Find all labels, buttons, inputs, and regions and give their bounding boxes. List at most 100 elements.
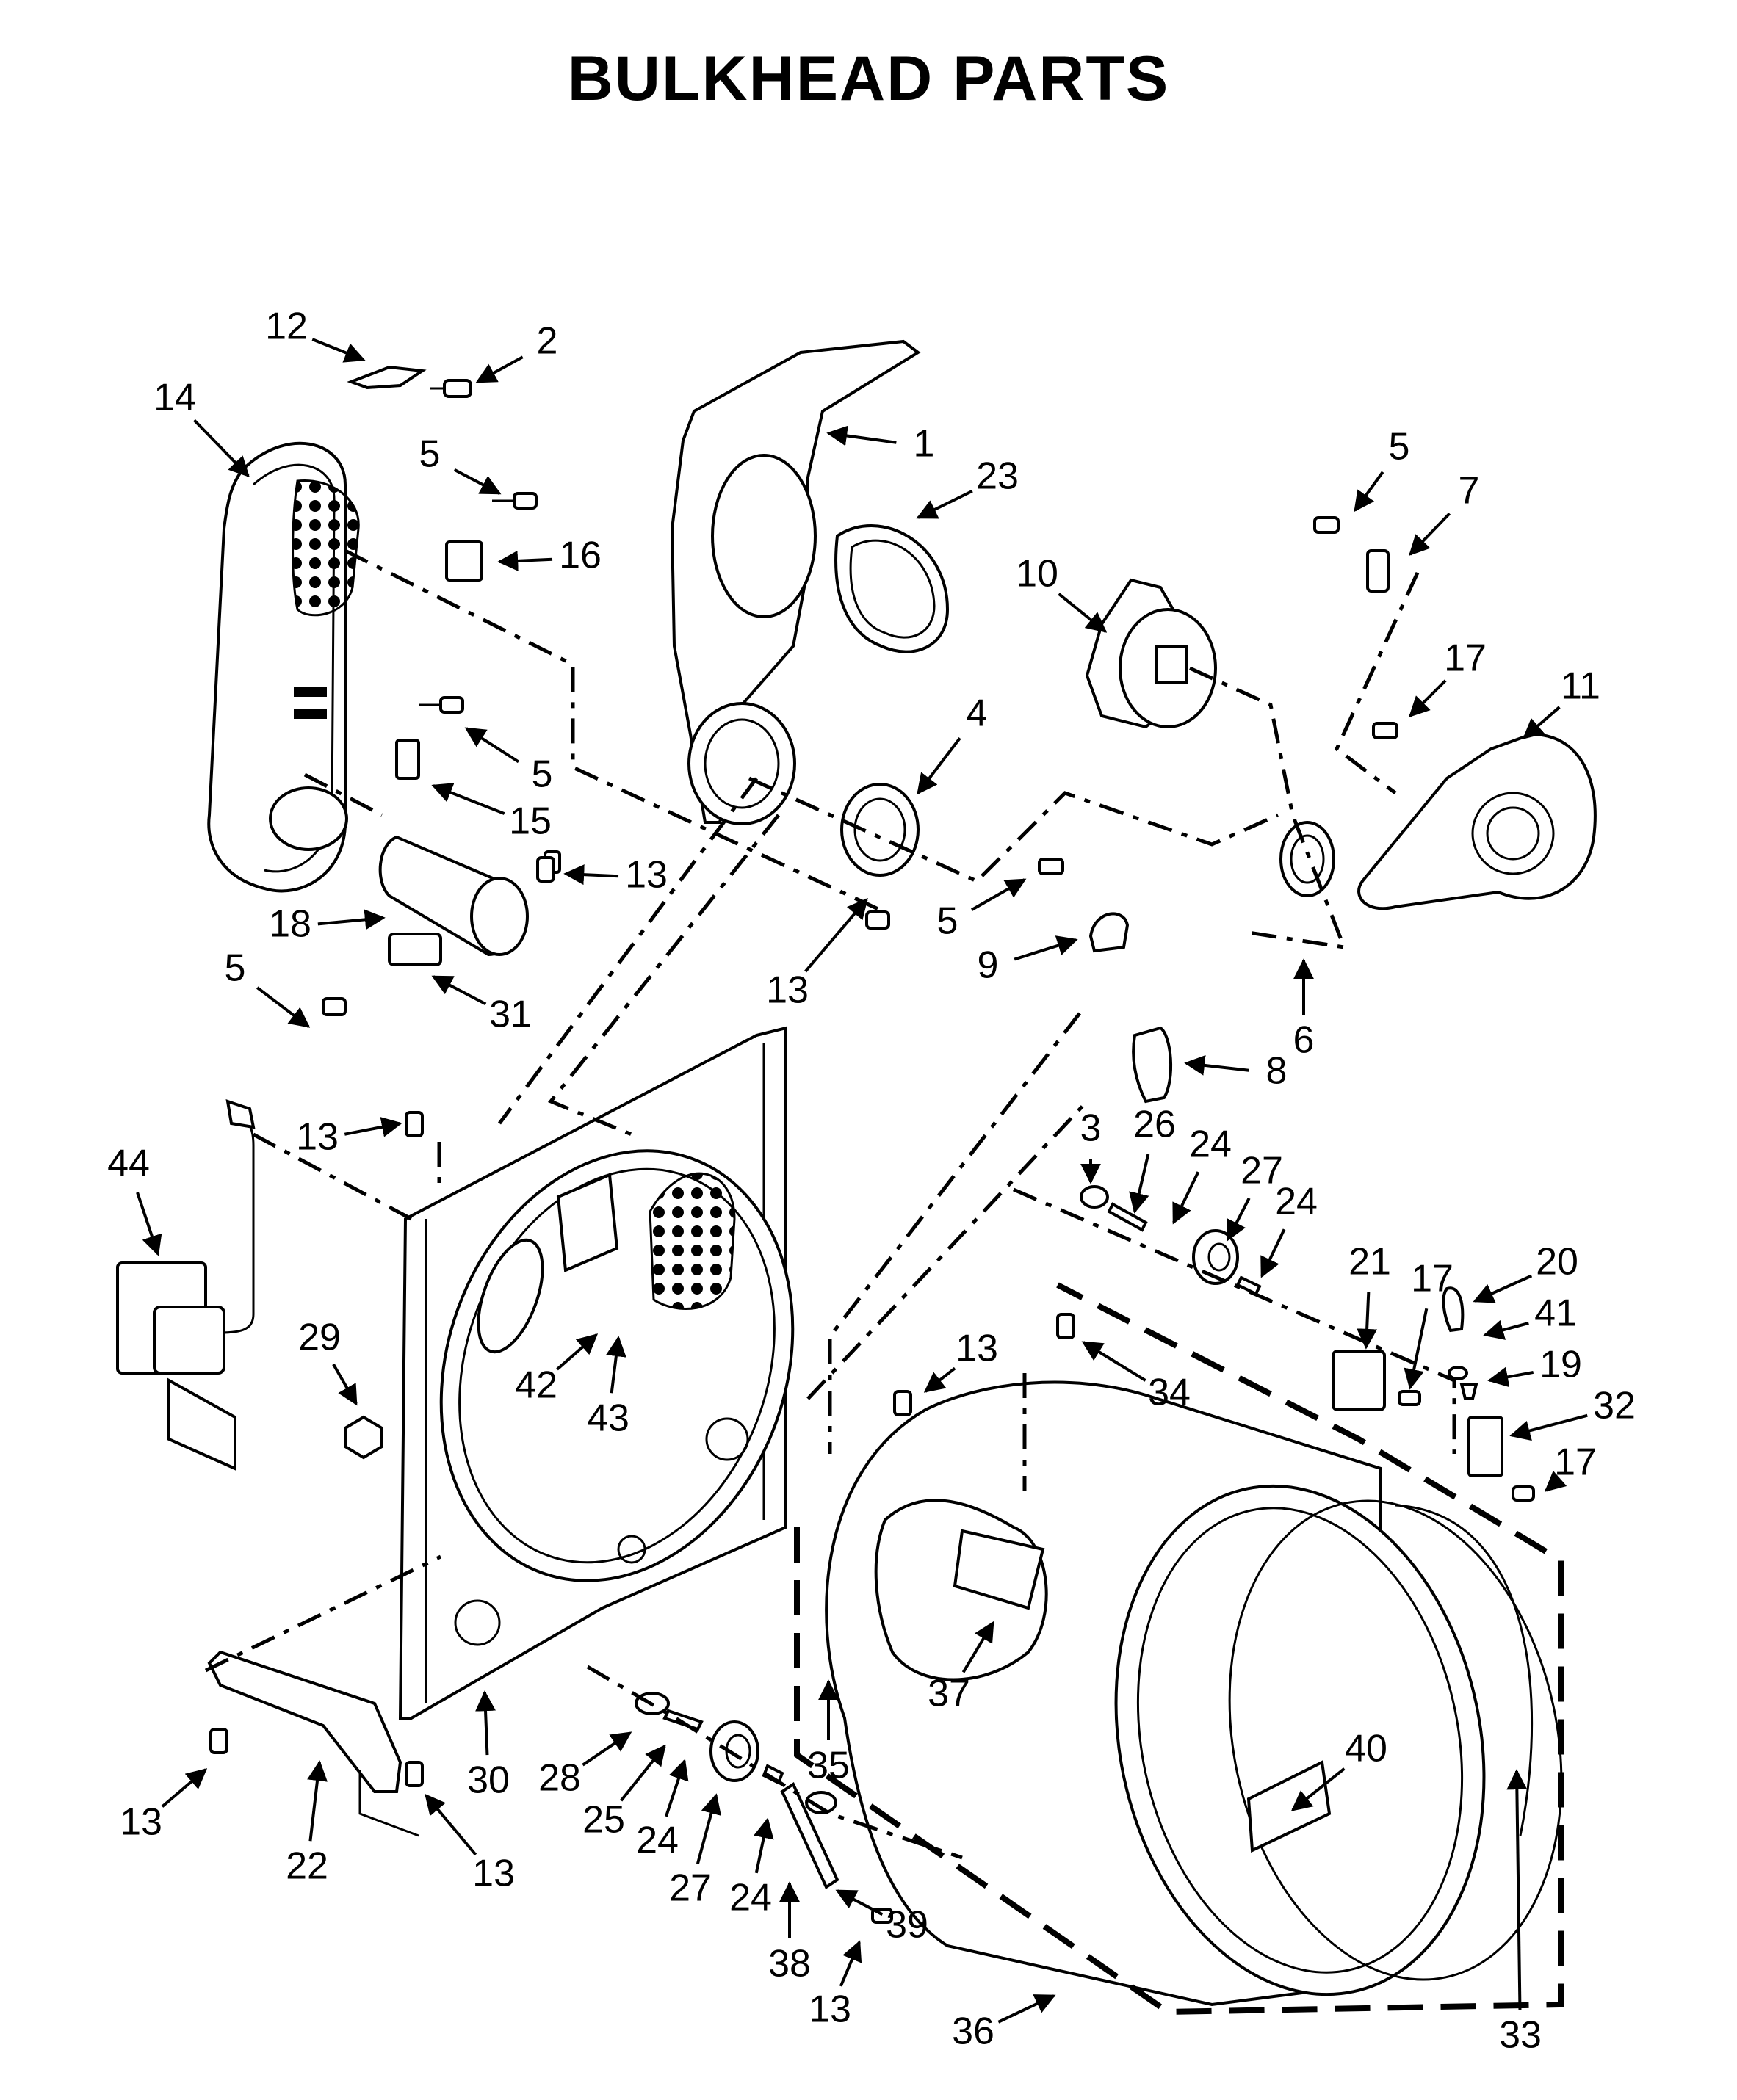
blower-seal: [1279, 821, 1335, 897]
part-number-13: 13: [625, 854, 668, 897]
part-number-7: 7: [1459, 470, 1480, 513]
leader-arrow-33: [1506, 1769, 1528, 2010]
part-number-8: 8: [1266, 1050, 1288, 1093]
part-number-6: 6: [1293, 1019, 1315, 1062]
part-number-44: 44: [107, 1143, 150, 1185]
page-title: BULKHEAD PARTS: [567, 43, 1170, 114]
part-number-22: 22: [286, 1845, 328, 1888]
part-number-24: 24: [1275, 1181, 1318, 1223]
leader-arrow-22: [307, 1760, 328, 1842]
gas-valve-assembly: [116, 1099, 256, 1471]
leader-arrow-40: [1290, 1767, 1346, 1811]
idler-assembly-upper: [1080, 1185, 1262, 1296]
leader-arrow-17: [1404, 1308, 1429, 1390]
lower-support-bracket: [207, 1650, 419, 1837]
part-number-5: 5: [532, 753, 553, 796]
exhaust-duct: [322, 835, 561, 1016]
part-number-12: 12: [265, 305, 308, 348]
leader-arrow-18: [317, 909, 386, 930]
part-number-20: 20: [1536, 1241, 1578, 1283]
part-number-27: 27: [669, 1867, 712, 1910]
leader-arrow-32: [1509, 1413, 1588, 1441]
leader-arrow-17: [1544, 1470, 1567, 1492]
seal-ring: [840, 783, 920, 877]
leader-arrow-1: [826, 425, 897, 446]
part-number-5: 5: [419, 433, 441, 476]
leader-arrow-11: [1522, 706, 1561, 739]
leader-arrow-44: [136, 1192, 162, 1256]
leader-arrow-8: [1184, 1054, 1249, 1076]
part-number-14: 14: [154, 377, 196, 419]
leader-arrow-31: [431, 975, 487, 1006]
part-number-13: 13: [472, 1853, 515, 1895]
leader-arrow-13: [161, 1768, 208, 1808]
part-number-29: 29: [298, 1317, 341, 1359]
leader-arrow-15: [431, 783, 505, 815]
part-number-28: 28: [538, 1757, 581, 1800]
part-number-43: 43: [587, 1397, 629, 1440]
part-number-3: 3: [1080, 1107, 1102, 1150]
leader-arrow-29: [332, 1363, 358, 1406]
leader-arrow-27: [1227, 1197, 1251, 1242]
leader-arrow-10: [1058, 593, 1108, 633]
leader-arrow-27: [696, 1793, 721, 1864]
part-number-13: 13: [956, 1328, 998, 1370]
leader-arrow-13: [563, 864, 619, 886]
drum-seal: [1395, 1504, 1534, 1836]
part-number-42: 42: [515, 1364, 557, 1407]
nut: [344, 1415, 383, 1460]
leader-arrow-21: [1357, 1292, 1378, 1350]
part-number-36: 36: [952, 2010, 994, 2053]
part-number-31: 31: [489, 993, 532, 1036]
part-number-5: 5: [937, 900, 958, 943]
leader-arrow-7: [1409, 512, 1451, 557]
lint-screen-housing: [207, 441, 360, 893]
part-number-4: 4: [967, 692, 988, 735]
part-number-19: 19: [1539, 1344, 1582, 1386]
part-number-24: 24: [1189, 1123, 1232, 1166]
leader-arrow-42: [556, 1333, 599, 1371]
leader-arrow-13: [804, 897, 868, 973]
part-number-13: 13: [120, 1801, 162, 1844]
misc-small-parts: [865, 516, 1398, 1104]
part-number-11: 11: [1561, 665, 1600, 708]
part-number-16: 16: [559, 535, 602, 577]
leader-arrow-20: [1473, 1274, 1533, 1303]
sensor-parts: [1332, 1286, 1535, 1502]
part-number-13: 13: [296, 1116, 339, 1159]
part-number-32: 32: [1593, 1385, 1636, 1427]
leader-arrow-28: [582, 1731, 632, 1767]
drum: [825, 1380, 1563, 2007]
part-number-24: 24: [729, 1877, 772, 1919]
leader-arrow-34: [1081, 1341, 1146, 1382]
leader-arrow-23: [916, 489, 973, 519]
part-number-2: 2: [537, 320, 558, 363]
part-number-17: 17: [1444, 637, 1487, 680]
part-number-39: 39: [886, 1904, 928, 1947]
part-number-24: 24: [636, 1820, 679, 1862]
part-number-17: 17: [1554, 1441, 1597, 1484]
small-brackets: [395, 492, 538, 780]
leader-arrow-36: [997, 1994, 1056, 2024]
part-number-5: 5: [225, 947, 246, 990]
leader-arrow-13: [839, 1940, 862, 1987]
part-number-41: 41: [1534, 1292, 1577, 1335]
part-number-23: 23: [976, 455, 1019, 498]
leader-arrow-5: [256, 986, 311, 1028]
leader-arrow-24: [754, 1817, 774, 1874]
drum-screws: [209, 856, 1075, 1787]
part-number-26: 26: [1133, 1104, 1176, 1146]
leader-arrow-25: [620, 1744, 666, 1802]
clip-and-screw: [347, 365, 472, 398]
part-number-9: 9: [978, 944, 999, 987]
leader-arrow-13: [923, 1366, 956, 1393]
part-number-33: 33: [1499, 2014, 1542, 2057]
blower-wheel: [1085, 578, 1217, 729]
part-number-38: 38: [768, 1943, 811, 1985]
part-number-5: 5: [1389, 426, 1410, 468]
part-number-30: 30: [467, 1759, 510, 1802]
part-number-21: 21: [1348, 1241, 1391, 1283]
leader-arrow-24: [665, 1759, 689, 1817]
duct-gasket: [834, 524, 950, 653]
